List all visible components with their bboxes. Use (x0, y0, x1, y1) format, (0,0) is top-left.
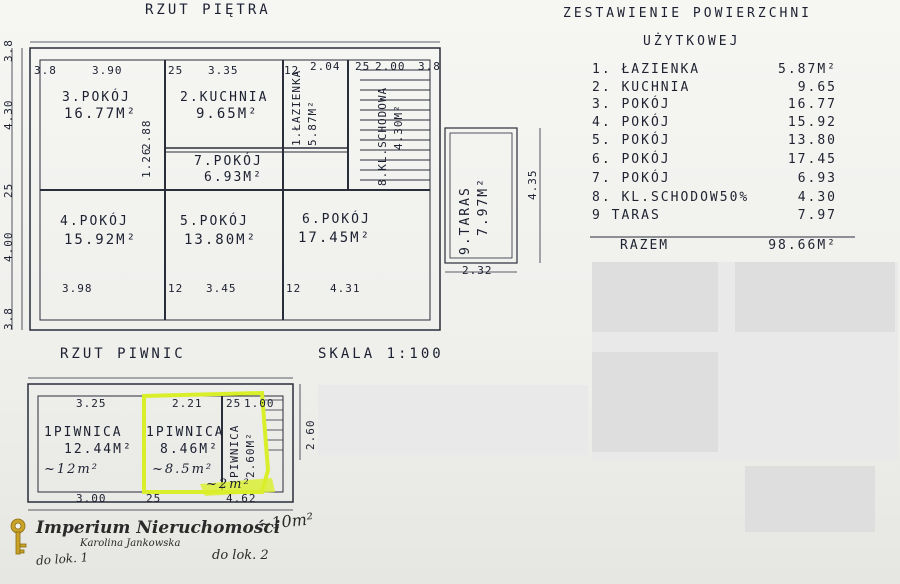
dim-label: 2.00 (375, 60, 406, 73)
room-5-name: 5.POKÓJ (180, 214, 249, 229)
basement-room-2-name: 1PIWNICA (146, 425, 225, 440)
upper-outer-wall (29, 47, 441, 331)
basement-room-2-note: ~8.5m² (152, 462, 214, 477)
room-5-area: 13.80M² (184, 232, 258, 248)
staircase (360, 69, 430, 181)
handwritten-note: do lok. 2 (212, 548, 269, 563)
dim-label: 25 (168, 64, 184, 77)
dim-label: 12 (168, 282, 184, 295)
company-logo-text: Imperium Nieruchomości (36, 518, 281, 538)
agent-name: Karolina Jankowska (80, 538, 181, 549)
basement-room-1-area: 12.44M² (64, 442, 133, 457)
dim-label: 3.8 (34, 64, 57, 77)
redacted-area (745, 466, 875, 532)
room-6-area: 17.45M² (298, 230, 372, 246)
dim-label: 25 (146, 492, 162, 505)
room-2-name: 2.KUCHNIA (180, 90, 269, 105)
summary-row: 8. KL.SCHODOW50%4.30 (592, 190, 837, 205)
room-3-name: 3.POKÓJ (62, 90, 131, 105)
dim-label: 12 (286, 282, 302, 295)
dim-label: 12 (284, 64, 300, 77)
basement-outer-wall (27, 383, 294, 503)
room-4-area: 15.92M² (64, 232, 138, 248)
dim-label: 3.35 (208, 64, 239, 77)
basement-room-2-area: 8.46M² (160, 442, 219, 457)
room-7-area: 6.93M² (204, 170, 263, 185)
dim-label: 3.45 (206, 282, 237, 295)
dim-label: 2.04 (310, 60, 341, 73)
summary-subtitle: UŻYTKOWEJ (643, 34, 741, 49)
dim-label: 3.98 (62, 282, 93, 295)
dim-label: 4.62 (226, 492, 257, 505)
basement-room-1-note: ~12m² (44, 462, 99, 477)
redacted-area (735, 262, 895, 332)
dim-label: 25 (226, 397, 242, 410)
room-4-name: 4.POKÓJ (60, 214, 129, 229)
redacted-area (318, 385, 588, 455)
scale-label: SKALA 1:100 (318, 346, 444, 362)
dim-label: 1.00 (244, 397, 275, 410)
room-3-area: 16.77M² (64, 106, 138, 122)
basement-room-1-name: 1PIWNICA (44, 425, 123, 440)
dim-label: 3.8 (418, 60, 441, 73)
terrace-width-dim: 2.32 (462, 264, 493, 277)
basement-title: RZUT PIWNIC (60, 346, 186, 362)
summary-title: ZESTAWIENIE POWIERZCHNI (563, 6, 813, 21)
basement-room-3-note: ~2m² (206, 477, 251, 492)
dim-label: 3.90 (92, 64, 123, 77)
redacted-area (592, 262, 718, 332)
dim-label: 3.00 (76, 492, 107, 505)
floor-plan-title: RZUT PIĘTRA (145, 2, 271, 18)
dim-label: 3.25 (76, 397, 107, 410)
dim-label: 25 (355, 60, 371, 73)
redacted-area (592, 352, 718, 452)
terrace-outline (444, 127, 518, 264)
dim-label: 2.21 (172, 397, 203, 410)
dim-label: 4.31 (330, 282, 361, 295)
room-7-name: 7.POKÓJ (194, 154, 263, 169)
room-6-name: 6.POKÓJ (302, 212, 371, 227)
highlight-marker-stroke (200, 478, 275, 496)
room-2-area: 9.65M² (196, 106, 259, 122)
terrace-inner (449, 132, 513, 259)
basement-stairs (265, 399, 283, 451)
